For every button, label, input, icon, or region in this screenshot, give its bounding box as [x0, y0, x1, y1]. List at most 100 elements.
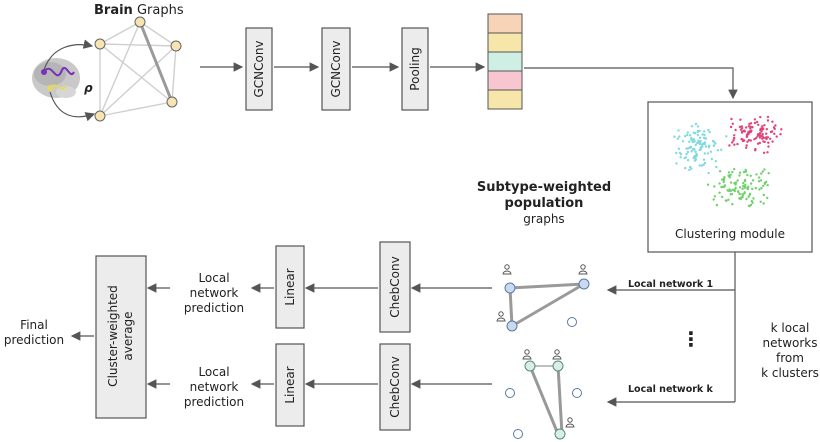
- cluster-point: [758, 176, 761, 179]
- cluster-point: [744, 168, 747, 172]
- cluster-point: [731, 171, 734, 174]
- cluster-point: [734, 128, 737, 132]
- cluster-point: [698, 129, 701, 133]
- cluster-point: [766, 196, 769, 200]
- cluster-point: [758, 188, 761, 191]
- cluster-point: [762, 193, 765, 197]
- cluster-point: [760, 187, 763, 190]
- cluster-point: [697, 139, 700, 142]
- cluster-point: [692, 147, 696, 151]
- chebconv-label-k: ChebConv: [388, 356, 402, 417]
- cluster-point: [743, 179, 747, 183]
- cluster-point: [706, 152, 710, 155]
- cluster-point: [767, 145, 770, 148]
- cluster-point: [759, 132, 762, 135]
- cluster-point: [729, 173, 732, 176]
- cluster-point: [716, 149, 720, 152]
- cluster-point: [728, 189, 731, 193]
- cluster-point: [762, 151, 766, 154]
- cluster-point: [752, 197, 755, 200]
- pooling-box: [401, 27, 429, 111]
- cluster-point: [729, 181, 733, 184]
- cluster-point: [710, 157, 713, 161]
- cluster-point: [747, 131, 750, 135]
- cluster-point: [742, 181, 745, 185]
- local-network-k-label: Local network k: [628, 384, 714, 395]
- cluster-point: [718, 191, 721, 194]
- cluster-point: [758, 136, 762, 139]
- cluster-point: [774, 124, 777, 127]
- cluster-point: [711, 139, 715, 143]
- chebconv-label-1: ChebConv: [388, 256, 402, 317]
- cluster-point: [736, 142, 739, 146]
- cluster-point: [720, 195, 724, 199]
- local-prediction-k-line3: prediction: [184, 395, 244, 409]
- cluster-point: [757, 123, 760, 127]
- cluster-point: [676, 137, 680, 140]
- cluster-point: [707, 146, 711, 149]
- cluster-point: [765, 132, 768, 135]
- cluster-point: [749, 182, 753, 185]
- cluster-point: [756, 120, 759, 124]
- brain-to-graph-arrow-bottom: [49, 91, 96, 122]
- cluster-point: [692, 156, 695, 160]
- cluster-point: [759, 179, 763, 182]
- cluster-point: [755, 173, 758, 176]
- linear-box-k: [275, 343, 305, 427]
- cluster-point: [686, 150, 690, 154]
- cluster-point: [761, 133, 764, 136]
- linear-label-k: Linear: [283, 366, 297, 403]
- population-graph-1: [496, 264, 590, 332]
- cluster-point: [684, 135, 687, 138]
- local-prediction-1-line3: prediction: [184, 301, 244, 315]
- final-prediction-line2: prediction: [4, 333, 64, 347]
- cluster-point: [698, 136, 702, 139]
- cluster-point: [675, 162, 678, 165]
- linear-label-1: Linear: [283, 268, 297, 305]
- cluster-point: [760, 172, 763, 175]
- cluster-scatter-plot: [673, 115, 783, 208]
- cluster-point: [678, 135, 681, 138]
- cluster-point: [725, 199, 728, 202]
- cluster-point: [767, 141, 770, 144]
- cluster-point: [747, 195, 750, 198]
- brain-graph: [94, 16, 182, 122]
- cluster-point: [761, 125, 764, 128]
- cluster-point: [766, 136, 770, 139]
- cluster-point: [701, 133, 704, 136]
- cluster-point: [707, 128, 710, 132]
- cluster-point: [690, 150, 693, 153]
- cluster-point: [681, 140, 685, 143]
- cluster-point: [734, 187, 737, 190]
- rho-symbol: ρ: [84, 81, 93, 95]
- cluster-point: [731, 203, 734, 206]
- cluster-point: [738, 171, 742, 174]
- cluster-point: [754, 186, 758, 190]
- cluster-point: [714, 142, 717, 145]
- cluster-point: [690, 167, 693, 170]
- cluster-point: [746, 173, 749, 177]
- cluster-point: [704, 145, 708, 148]
- cluster-point: [731, 141, 734, 144]
- cluster-point: [738, 192, 741, 196]
- cluster-point: [765, 128, 768, 131]
- cluster-point: [751, 187, 754, 191]
- cluster-point: [745, 133, 749, 136]
- cluster-point: [733, 168, 736, 171]
- person-icon: [522, 349, 532, 360]
- cluster-point: [779, 133, 782, 136]
- cluster-point: [684, 156, 688, 159]
- cluster-point: [733, 134, 736, 137]
- brain-icon: [32, 58, 80, 98]
- cluster-point: [694, 122, 698, 126]
- cluster-point: [720, 148, 723, 151]
- cluster-point: [742, 184, 745, 188]
- cluster-point: [745, 197, 748, 201]
- cluster-point: [739, 128, 743, 131]
- brain-to-graph-arrow-top: [43, 39, 94, 71]
- population-title-line3: graphs: [523, 212, 564, 226]
- cluster-point: [745, 146, 748, 149]
- cluster-point: [715, 203, 719, 207]
- cluster-point: [702, 136, 706, 139]
